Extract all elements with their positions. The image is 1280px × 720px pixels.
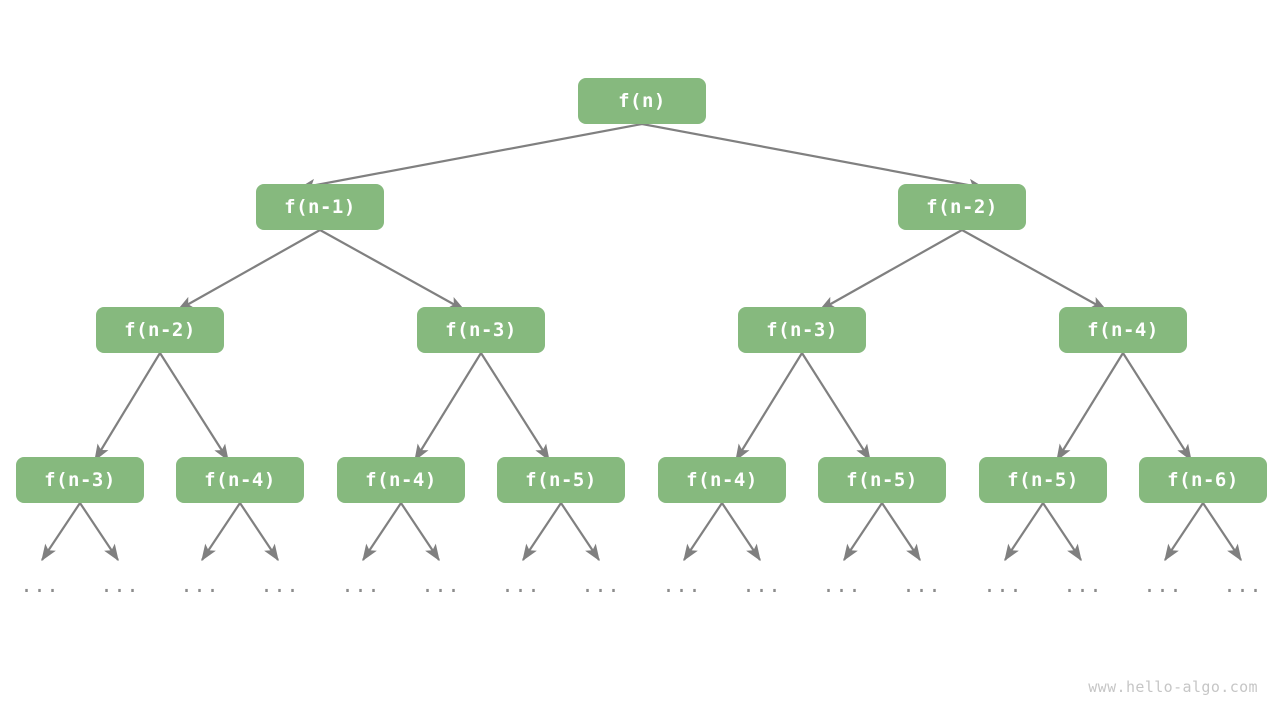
tree-edge xyxy=(961,229,1108,311)
tree-edge xyxy=(159,352,229,462)
tree-edge xyxy=(1164,502,1204,562)
tree-edge xyxy=(298,122,643,192)
tree-ellipsis: ... xyxy=(341,573,381,597)
tree-ellipsis: ... xyxy=(902,573,942,597)
tree-ellipsis: ... xyxy=(100,573,140,597)
tree-edge xyxy=(735,352,803,462)
tree-edge xyxy=(1202,502,1242,562)
tree-edge xyxy=(41,502,81,562)
tree-edge xyxy=(843,502,883,562)
tree-node-n6: f(n-4) xyxy=(1059,307,1187,353)
tree-edge xyxy=(319,229,466,311)
tree-edge xyxy=(801,352,871,462)
tree-edge xyxy=(1122,352,1192,462)
tree-ellipsis: ... xyxy=(1063,573,1103,597)
tree-node-n4: f(n-3) xyxy=(417,307,545,353)
tree-edge xyxy=(201,502,241,562)
tree-edge xyxy=(176,229,321,311)
tree-node-n2: f(n-2) xyxy=(898,184,1026,230)
tree-ellipsis: ... xyxy=(662,573,702,597)
tree-edge xyxy=(560,502,600,562)
tree-ellipsis: ... xyxy=(421,573,461,597)
tree-ellipsis: ... xyxy=(1223,573,1263,597)
tree-ellipsis: ... xyxy=(983,573,1023,597)
watermark: www.hello-algo.com xyxy=(1088,678,1258,696)
tree-edge xyxy=(414,352,482,462)
tree-ellipsis: ... xyxy=(20,573,60,597)
tree-edge xyxy=(721,502,761,562)
tree-edge xyxy=(362,502,402,562)
tree-node-n0: f(n) xyxy=(578,78,706,124)
tree-edge xyxy=(239,502,279,562)
tree-node-n1: f(n-1) xyxy=(256,184,384,230)
tree-node-n14: f(n-6) xyxy=(1139,457,1267,503)
tree-edge xyxy=(818,229,963,311)
tree-ellipsis: ... xyxy=(260,573,300,597)
tree-edge xyxy=(522,502,562,562)
tree-node-n10: f(n-5) xyxy=(497,457,625,503)
tree-node-n8: f(n-4) xyxy=(176,457,304,503)
tree-edge xyxy=(480,352,550,462)
tree-node-n3: f(n-2) xyxy=(96,307,224,353)
tree-edge xyxy=(79,502,119,562)
tree-edge xyxy=(1004,502,1044,562)
tree-node-n13: f(n-5) xyxy=(979,457,1107,503)
tree-ellipsis: ... xyxy=(180,573,220,597)
tree-node-n12: f(n-5) xyxy=(818,457,946,503)
tree-edge xyxy=(400,502,440,562)
tree-edge xyxy=(641,122,986,192)
tree-node-n11: f(n-4) xyxy=(658,457,786,503)
tree-node-n7: f(n-3) xyxy=(16,457,144,503)
tree-edge xyxy=(94,352,161,462)
tree-ellipsis: ... xyxy=(501,573,541,597)
tree-edge xyxy=(1042,502,1082,562)
tree-ellipsis: ... xyxy=(1143,573,1183,597)
tree-edge xyxy=(1056,352,1124,462)
tree-node-n5: f(n-3) xyxy=(738,307,866,353)
tree-node-n9: f(n-4) xyxy=(337,457,465,503)
tree-ellipsis: ... xyxy=(822,573,862,597)
tree-ellipsis: ... xyxy=(581,573,621,597)
tree-ellipsis: ... xyxy=(742,573,782,597)
tree-edge xyxy=(881,502,921,562)
tree-edge xyxy=(683,502,723,562)
